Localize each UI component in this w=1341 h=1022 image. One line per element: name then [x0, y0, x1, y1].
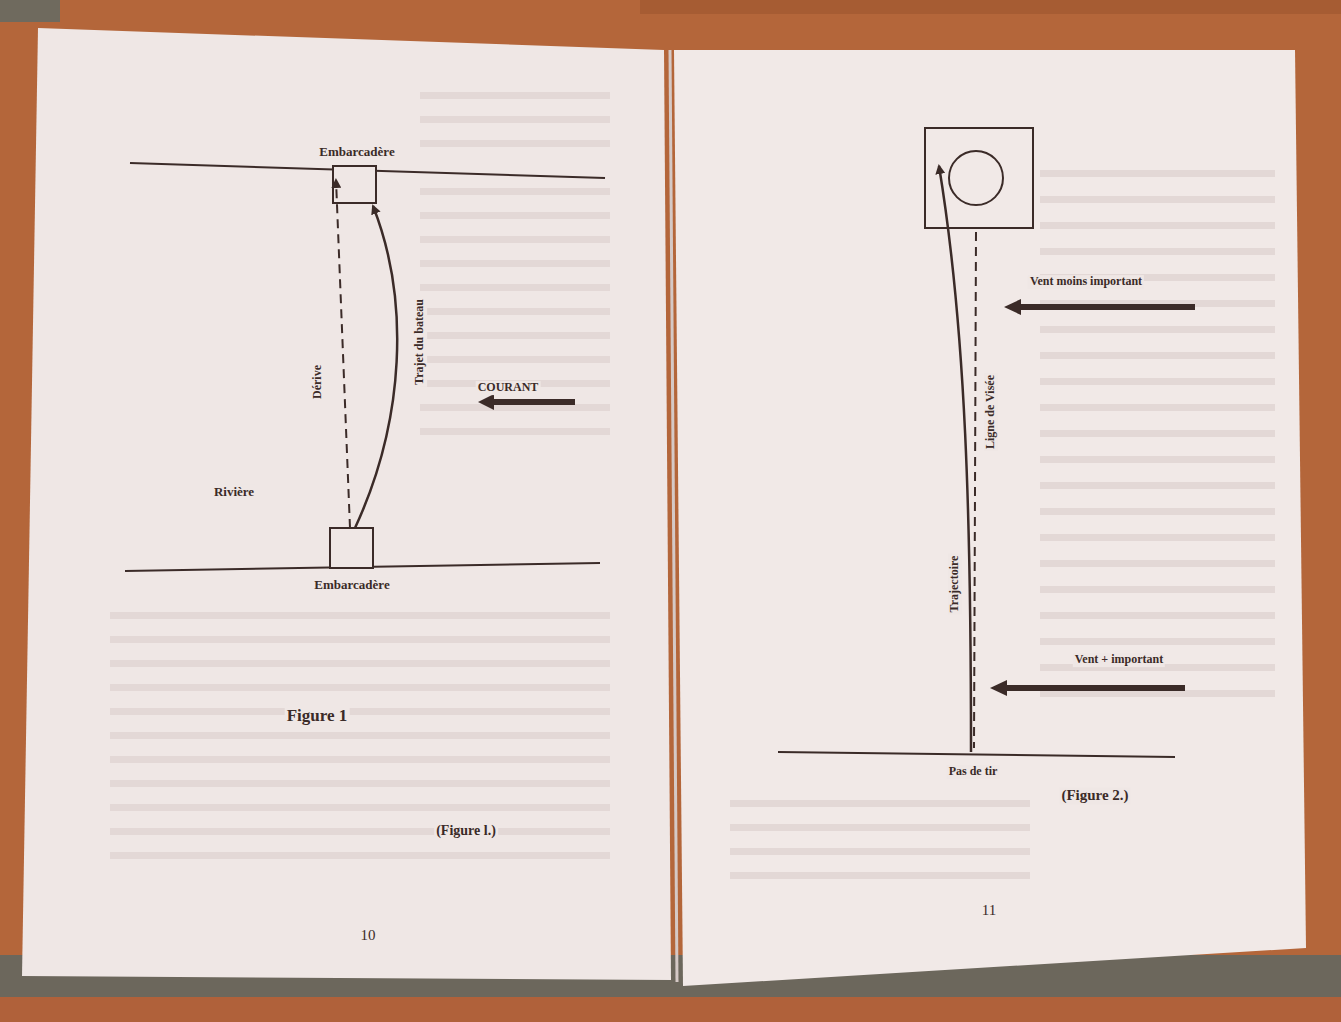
bleed-line [110, 612, 610, 619]
trajectory-line [939, 166, 971, 752]
path-label: Trajet du bateau [413, 297, 427, 387]
bleed-line [1040, 378, 1275, 385]
bleed-line [420, 236, 610, 243]
page-number: 10 [359, 927, 378, 944]
bleed-line [1040, 638, 1275, 645]
bleed-line [110, 828, 610, 835]
boat-path [355, 206, 397, 528]
figure-1 [125, 163, 605, 571]
river-label: Rivière [212, 485, 256, 500]
bleed-line [420, 404, 610, 411]
bleed-line [730, 824, 1030, 831]
bleed-line [1040, 404, 1275, 411]
current-label: COURANT [476, 381, 541, 395]
firing-line-label: Pas de tir [947, 765, 1000, 779]
bleed-line [110, 852, 610, 859]
wind-arrowhead [1004, 299, 1021, 315]
wind-arrow [1020, 304, 1195, 310]
bleed-line [420, 92, 610, 99]
bleed-line [110, 684, 610, 691]
bleed-line [110, 804, 610, 811]
bleed-line [1040, 196, 1275, 203]
target-circle [949, 151, 1003, 205]
bleed-line [730, 800, 1030, 807]
tile-grout [0, 0, 60, 22]
wind-arrowhead [990, 680, 1007, 696]
left-page [22, 28, 671, 980]
bleed-line [110, 756, 610, 763]
bleed-line [110, 660, 610, 667]
current-arrow [492, 399, 575, 405]
wind-label: Vent moins important [1028, 275, 1144, 289]
firing-line [778, 752, 1175, 757]
jetty-label: Embarcadère [317, 145, 396, 160]
figure-caption: (Figure 2.) [1059, 787, 1130, 804]
drift-label: Dérive [311, 363, 325, 401]
bleed-line [420, 284, 610, 291]
bleed-line [110, 708, 610, 715]
tile-shade [640, 0, 1341, 14]
jetty-square [330, 528, 373, 568]
jetty-square [333, 166, 376, 203]
right-page [674, 50, 1306, 986]
bleed-line [420, 140, 610, 147]
bleed-line [1040, 690, 1275, 697]
bleed-line [730, 848, 1030, 855]
tile-surface [0, 997, 1341, 1022]
bleed-line [420, 332, 610, 339]
bleed-line [1040, 170, 1275, 177]
bleed-line [1040, 560, 1275, 567]
bleed-line [420, 116, 610, 123]
jetty-label: Embarcadère [312, 578, 391, 593]
bleed-line [420, 356, 610, 363]
bleed-line [1040, 482, 1275, 489]
bleed-line [110, 732, 610, 739]
bleed-line [1040, 222, 1275, 229]
bleed-line [110, 636, 610, 643]
sight-line [974, 232, 976, 748]
figure-heading: Figure 1 [285, 706, 350, 726]
bleed-line [420, 260, 610, 267]
bleed-line [1040, 248, 1275, 255]
drift-line [336, 180, 350, 528]
bleed-line [1040, 508, 1275, 515]
bleed-line [730, 872, 1030, 879]
trajectory-label: Trajectoire [948, 554, 962, 615]
bleed-line [420, 428, 610, 435]
bleed-line [420, 308, 610, 315]
figure-2 [778, 128, 1195, 757]
bleed-line [1040, 612, 1275, 619]
bleed-line [1040, 534, 1275, 541]
sight-label: Ligne de Visée [984, 373, 998, 451]
wind-label: Vent + important [1073, 653, 1165, 667]
bleed-through-text [110, 92, 1275, 879]
current-arrowhead [478, 394, 494, 410]
figure-caption: (Figure l.) [434, 823, 498, 839]
page-gutter [670, 50, 677, 982]
bleed-line [1040, 326, 1275, 333]
bleed-line [110, 780, 610, 787]
bleed-line [1040, 586, 1275, 593]
bleed-line [1040, 430, 1275, 437]
bleed-line [420, 212, 610, 219]
bleed-line [1040, 456, 1275, 463]
bleed-line [1040, 352, 1275, 359]
page-number: 11 [980, 902, 998, 919]
bleed-line [420, 188, 610, 195]
wind-arrow [1006, 685, 1185, 691]
